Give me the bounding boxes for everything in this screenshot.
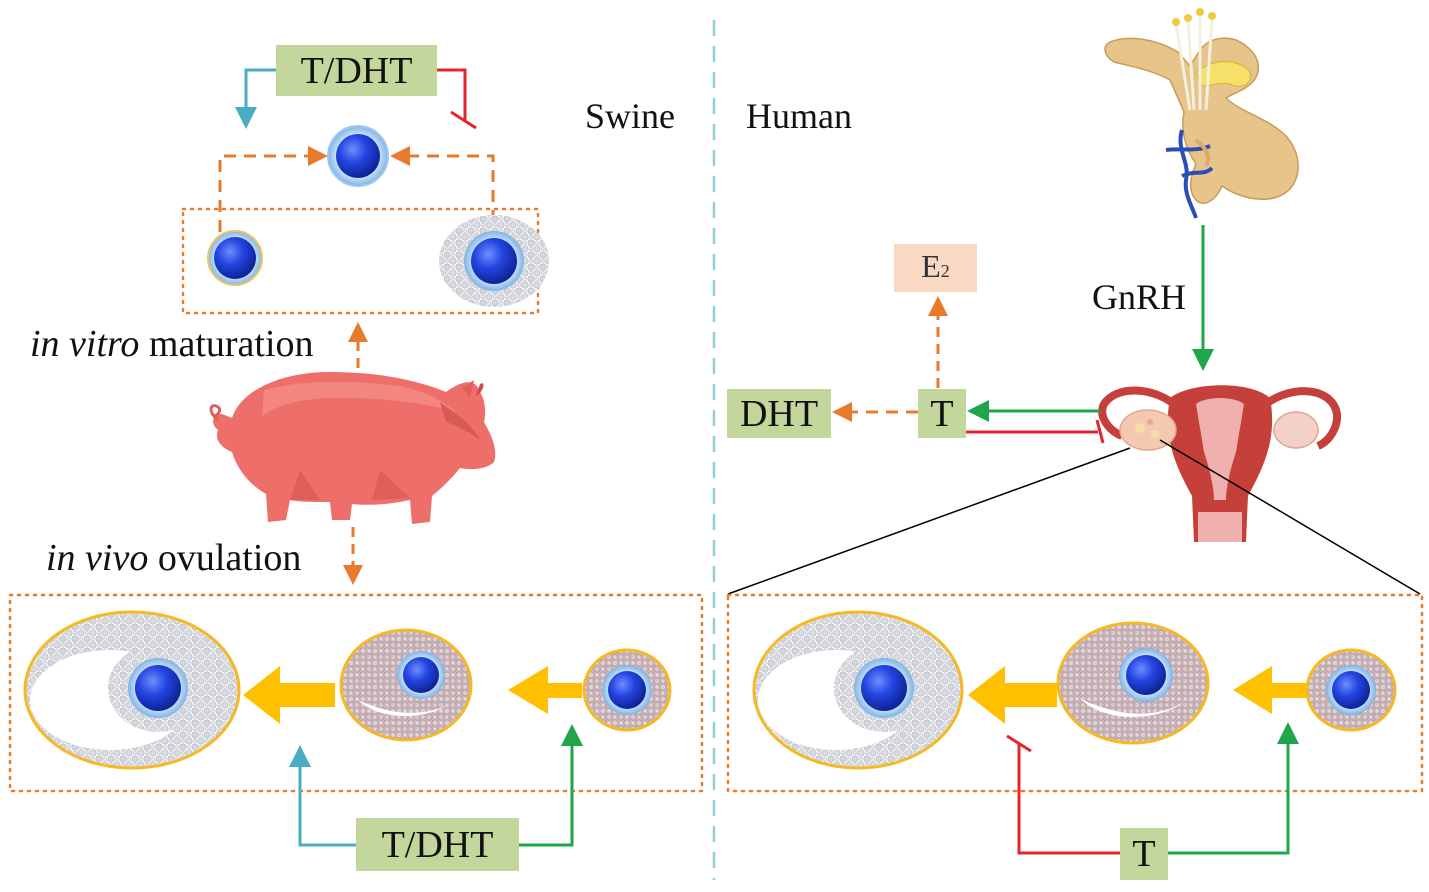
- ovary-left: [1119, 409, 1177, 451]
- inhibit-bar-red-top: [450, 110, 477, 130]
- maturation-arrow-right: [390, 146, 495, 222]
- follicle-growth-arrow-human-2: [1233, 666, 1306, 714]
- human-follicle-box: [726, 593, 1424, 793]
- t-dht-box-top: T/DHT: [276, 45, 437, 96]
- promote-arrow-blue-top: [235, 68, 276, 129]
- human-antral-follicle: [752, 610, 964, 770]
- t-inhibit-ovary-bar: [1095, 419, 1105, 444]
- swine-primary-follicle: [582, 648, 672, 732]
- human-primary-follicle: [1305, 648, 1397, 732]
- ovary-right: [1273, 411, 1319, 449]
- swine-secondary-follicle: [339, 628, 473, 742]
- dht-box: DHT: [727, 389, 831, 438]
- e2-sub: 2: [940, 261, 950, 281]
- zoom-line-right: [1159, 439, 1421, 595]
- t-box-center: T: [918, 389, 966, 438]
- denuded-oocyte: [207, 230, 263, 286]
- follicle-growth-arrow-swine-2: [508, 666, 582, 714]
- uterus-ovary-icon: [1098, 385, 1341, 542]
- in-vitro-italic: in vitro: [30, 323, 140, 365]
- t-box-bottom: T: [1120, 828, 1168, 880]
- pig-icon: [209, 372, 496, 524]
- in-vivo-label: in vivo ovulation: [46, 536, 301, 580]
- in-vivo-box: [8, 593, 704, 793]
- in-vivo-rest: ovulation: [148, 537, 302, 579]
- swine-antral-follicle: [23, 610, 241, 770]
- inhibit-line-red-top: [437, 68, 467, 122]
- human-secondary-follicle: [1056, 621, 1210, 745]
- promote-arrow-blue-bottom: [289, 745, 356, 847]
- inhibit-line-red-bottom: [1017, 744, 1120, 855]
- t-dht-box-bottom: T/DHT: [356, 818, 519, 871]
- in-vitro-label: in vitro maturation: [30, 322, 314, 366]
- brain-pituitary-icon: [1104, 8, 1299, 219]
- human-region-label: Human: [746, 96, 852, 136]
- promote-arrow-green-human-bottom: [1168, 722, 1299, 855]
- zoom-line-left: [727, 447, 1131, 595]
- inhibit-bar-red-bottom: [1006, 734, 1032, 753]
- maturation-arrow-left: [218, 146, 328, 232]
- in-vitro-rest: maturation: [139, 323, 314, 365]
- e2-main: E: [921, 248, 941, 284]
- swine-region-label: Swine: [585, 96, 675, 136]
- in-vivo-italic: in vivo: [46, 537, 149, 579]
- mature-oocyte: [327, 125, 389, 187]
- promote-arrow-green-bottom: [519, 724, 583, 847]
- follicle-growth-arrow-swine-1: [243, 666, 335, 724]
- gnrh-label: GnRH: [1092, 277, 1187, 317]
- follicle-growth-arrow-human-1: [968, 666, 1057, 724]
- cumulus-oocyte-complex: [439, 215, 549, 307]
